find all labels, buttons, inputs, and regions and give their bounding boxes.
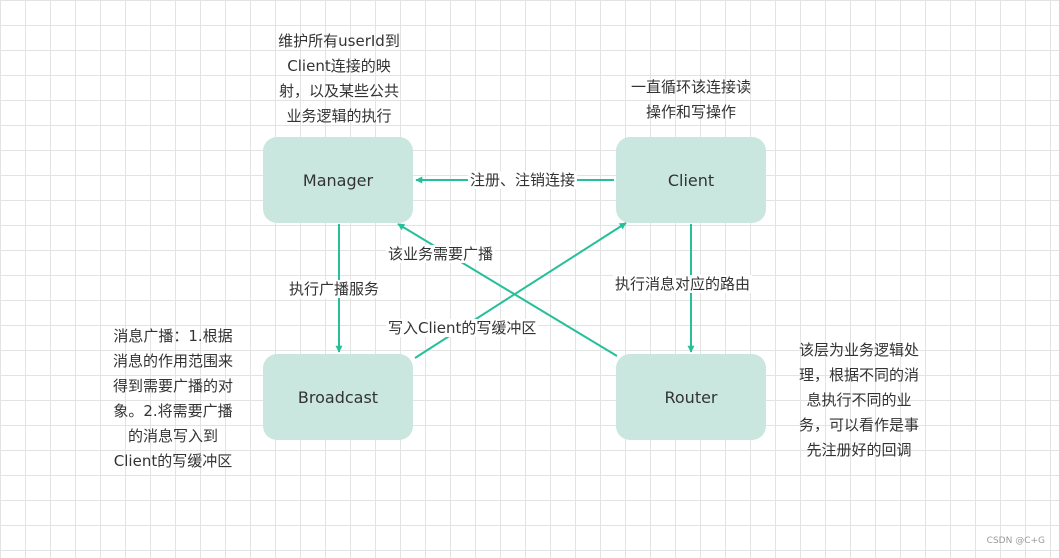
manager-note-line: 业务逻辑的执行 — [286, 107, 392, 125]
broadcast-note-line: 消息的作用范围来 — [112, 352, 233, 370]
router-note-line: 务，可以看作是事 — [798, 416, 919, 434]
manager-note-line: 维护所有userId到 — [278, 32, 400, 50]
router-note-line: 息执行不同的业 — [806, 391, 912, 409]
router-node[interactable]: Router — [616, 354, 766, 440]
edge-label-client-to-manager: 注册、注销连接 — [468, 171, 578, 189]
broadcast-note-line: 得到需要广播的对 — [112, 377, 233, 395]
router-note-line: 先注册好的回调 — [806, 441, 912, 459]
edge-label-router-to-manager: 该业务需要广播 — [386, 245, 496, 263]
broadcast-note-line: 的消息写入到 — [127, 427, 218, 445]
manager-note-line: Client连接的映 — [287, 57, 391, 75]
edge-broadcast-to-client — [414, 222, 627, 359]
broadcast-note-line: Client的写缓冲区 — [113, 452, 233, 470]
client-node[interactable]: Client — [616, 137, 766, 223]
client-node-label: Client — [667, 170, 715, 190]
manager-note-line: 射，以及某些公共 — [278, 82, 399, 100]
router-node-label: Router — [664, 387, 718, 407]
router-note-line: 该层为业务逻辑处 — [798, 341, 919, 359]
manager-node[interactable]: Manager — [263, 137, 413, 223]
broadcast-node[interactable]: Broadcast — [263, 354, 413, 440]
router-note-line: 理，根据不同的消 — [798, 366, 919, 384]
manager-note: 维护所有userId到 Client连接的映 射，以及某些公共 业务逻辑的执行 — [259, 29, 419, 129]
broadcast-note-line: 消息广播：1.根据 — [113, 327, 233, 345]
watermark: CSDN @C+G — [986, 536, 1045, 546]
edge-label-client-to-router: 执行消息对应的路由 — [613, 275, 753, 293]
client-note: 一直循环该连接读 操作和写操作 — [611, 75, 771, 125]
broadcast-node-label: Broadcast — [297, 387, 379, 407]
edge-label-manager-to-broadcast: 执行广播服务 — [287, 280, 382, 298]
edge-label-broadcast-to-client: 写入Client的写缓冲区 — [386, 319, 539, 337]
broadcast-note-line: 象。2.将需要广播 — [113, 402, 233, 420]
client-note-line: 操作和写操作 — [645, 103, 736, 121]
manager-node-label: Manager — [302, 170, 374, 190]
client-note-line: 一直循环该连接读 — [630, 78, 751, 96]
broadcast-note: 消息广播：1.根据 消息的作用范围来 得到需要广播的对 象。2.将需要广播 的消… — [93, 324, 253, 474]
router-note: 该层为业务逻辑处 理，根据不同的消 息执行不同的业 务，可以看作是事 先注册好的… — [779, 338, 939, 463]
